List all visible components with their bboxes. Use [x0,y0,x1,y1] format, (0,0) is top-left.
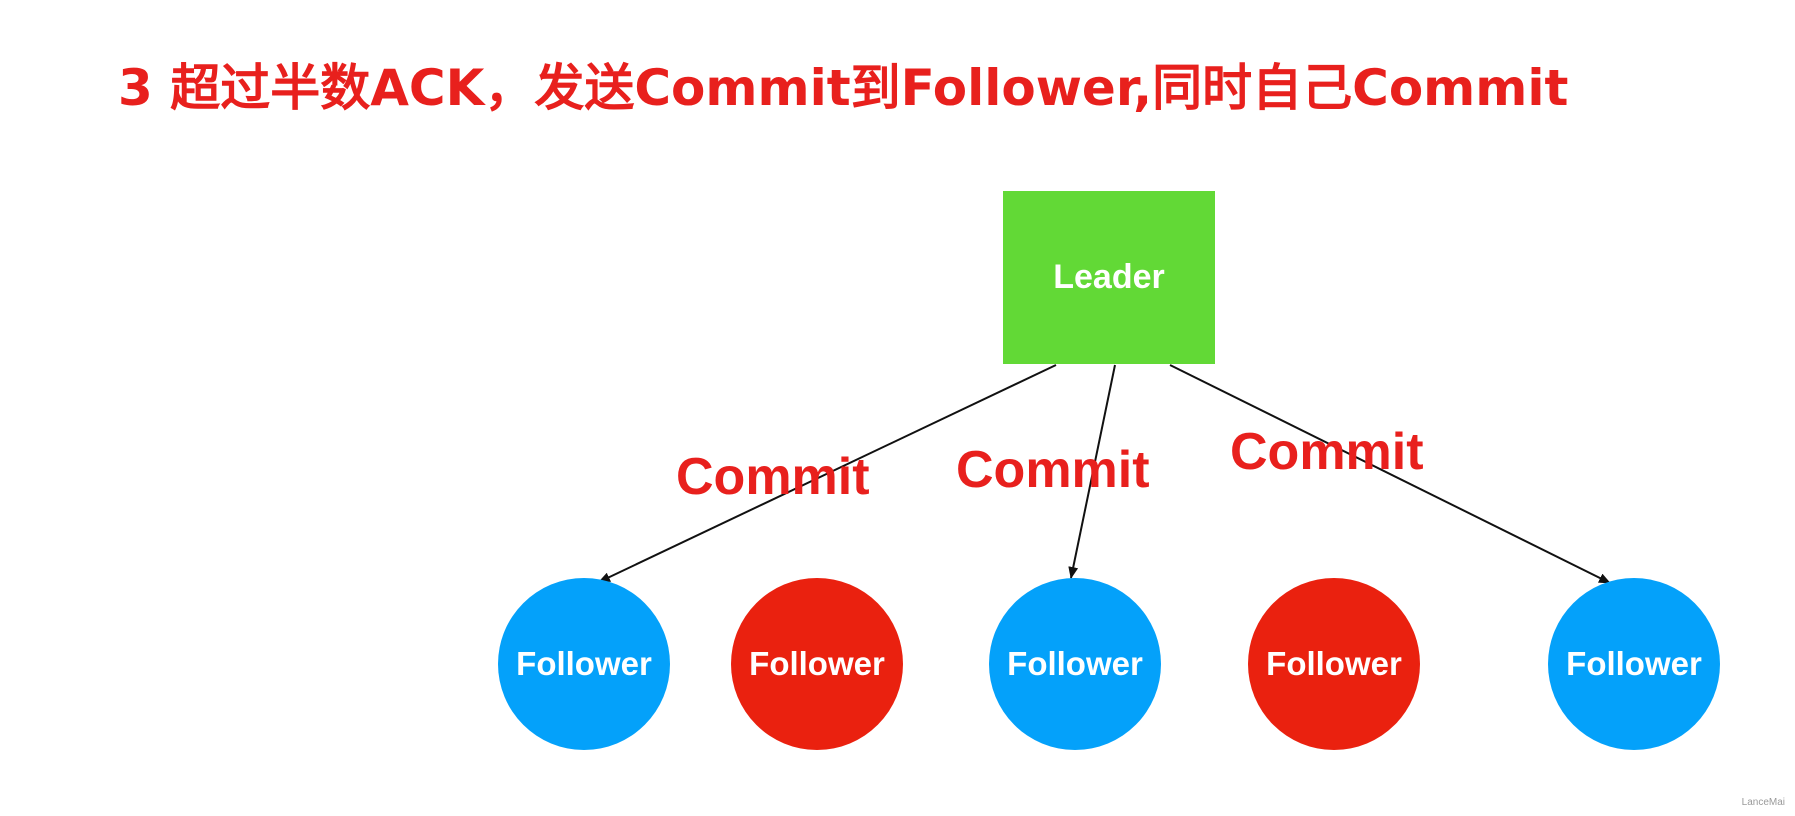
follower-node-1: Follower [498,578,670,750]
slide-title: 3 超过半数ACK，发送Commit到Follower,同时自己Commit [118,59,1569,117]
edge-leader-follower-5 [1169,364,1611,584]
leader-node: Leader [1003,191,1215,364]
follower-node-4: Follower [1248,578,1420,750]
follower-node-2: Follower [731,578,903,750]
follower-label: Follower [516,645,652,682]
follower-node-5: Follower [1548,578,1720,750]
follower-label: Follower [749,645,885,682]
follower-label: Follower [1007,645,1143,682]
edge-label-commit-1: Commit [676,448,870,506]
edge-leader-follower-3 [1068,364,1116,579]
follower-label: Follower [1566,645,1702,682]
edge-leader-follower-1 [598,364,1057,583]
watermark: LanceMai [1741,797,1785,808]
follower-node-3: Follower [989,578,1161,750]
edge-label-commit-3: Commit [1230,423,1424,481]
follower-label: Follower [1266,645,1402,682]
edge-label-commit-2: Commit [956,441,1150,499]
leader-label: Leader [1053,258,1165,296]
